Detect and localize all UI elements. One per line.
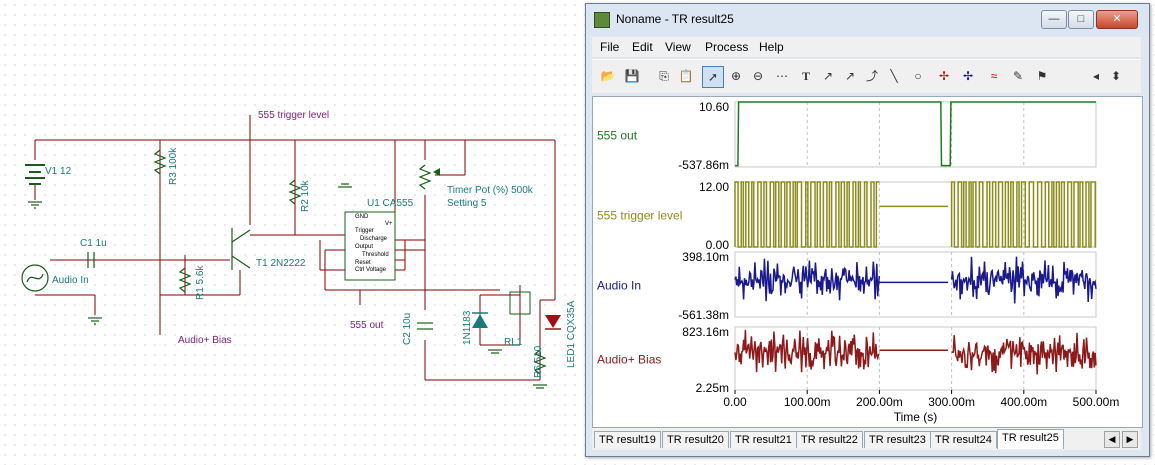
led1-label: LED1 CQX35A — [566, 300, 577, 368]
net-audio-bias-label: Audio+ Bias — [178, 335, 232, 346]
label-icon[interactable]: ⤴ — [865, 69, 878, 83]
u1-pin-reset: Reset — [355, 260, 371, 266]
u1-pin-vplus: V+ — [385, 221, 393, 227]
r3-label: R3 100k — [168, 147, 179, 185]
x-tick-label: 100.00m — [784, 395, 831, 409]
u1-pin-ctrl: Ctrl Voltage — [355, 267, 387, 273]
series-name-label: 555 out — [597, 129, 638, 143]
x-tick-label: 0.00 — [723, 395, 747, 409]
r6-label: R6 510 — [533, 345, 544, 378]
x-tick-label: 400.00m — [1000, 395, 1047, 409]
zoom-100-icon[interactable]: ⊖ — [752, 69, 764, 83]
cursor-b-blue-icon[interactable]: ✢ — [962, 69, 974, 83]
u1-pin-threshold: Threshold — [362, 252, 389, 258]
r1-label: R1 5.6k — [195, 265, 206, 300]
y-min-label: -537.86m — [678, 158, 729, 172]
tab-tr-result21[interactable]: TR result21 — [730, 431, 797, 448]
circle-icon[interactable]: ○ — [914, 69, 922, 83]
series-line — [734, 329, 1097, 375]
maximize-button[interactable]: □ — [1068, 10, 1094, 29]
net-out-label: 555 out — [350, 320, 384, 331]
scroll-left-icon[interactable]: ◂ — [1092, 69, 1100, 83]
menu-edit[interactable]: Edit — [632, 40, 653, 54]
y-min-label: -561.38m — [678, 308, 729, 322]
transient-chart: 10.60 -537.86m 555 out 12.00 0.00 555 trigger… — [597, 100, 1120, 424]
zoom-in-icon[interactable]: ⊕ — [730, 69, 742, 83]
y-max-label: 10.60 — [699, 100, 729, 114]
window-title: Noname - TR result25 — [616, 12, 734, 26]
menu-bar: File Edit View Process Help — [592, 37, 1141, 57]
title-bar[interactable]: Noname - TR result25 — □ ✕ — [586, 4, 1149, 34]
menu-view[interactable]: View — [665, 40, 691, 54]
pointer-icon[interactable]: ➚ — [702, 66, 724, 88]
line-icon[interactable]: ╲ — [890, 69, 898, 83]
tab-tr-result19[interactable]: TR result19 — [594, 431, 661, 448]
y-max-label: 823.16m — [682, 325, 729, 339]
y-min-label: 2.25m — [696, 381, 729, 395]
series-name-label: 555 trigger level — [597, 209, 682, 223]
panel-frame — [734, 101, 1097, 168]
panel-frame — [734, 251, 1097, 318]
r2-label: R2 10k — [300, 180, 311, 212]
x-axis-label: Time (s) — [894, 410, 938, 424]
save-icon[interactable]: 💾 — [624, 69, 640, 83]
u1-pin-gnd: GND — [355, 214, 369, 220]
minimize-button[interactable]: — — [1041, 10, 1067, 29]
tab-tr-result22[interactable]: TR result22 — [796, 431, 863, 448]
paste-icon[interactable]: 📋 — [678, 69, 694, 83]
x-tick-label: 300.00m — [928, 395, 975, 409]
toolbar: 📂 💾 ⎘ 📋 ➚ ⊕ ⊖ ⋯ T ↗ ↗ ⤴ ╲ ○ ✢ ✢ ≈ ✎ ⚑ ◂ … — [592, 59, 1141, 93]
open-folder-icon[interactable]: 📂 — [600, 69, 616, 83]
schematic-wiring — [21, 115, 561, 389]
copy-icon[interactable]: ⎘ — [659, 69, 669, 83]
tab-tr-result23[interactable]: TR result23 — [864, 431, 931, 448]
x-tick-label: 200.00m — [856, 395, 903, 409]
d1-label: 1N1183 — [462, 310, 473, 345]
plot-area[interactable]: 10.60 -537.86m 555 out 12.00 0.00 555 trigger… — [592, 96, 1143, 428]
series-line — [734, 181, 1097, 248]
t1-label: T1 2N2222 — [256, 258, 306, 269]
grid-icon[interactable]: ⋯ — [776, 69, 788, 83]
c1-label: C1 1u — [80, 238, 107, 249]
u1-label: U1 CA555 — [367, 198, 414, 209]
tab-scroll-right[interactable]: ▶ — [1122, 431, 1138, 448]
y-max-label: 12.00 — [699, 180, 729, 194]
cursor-a-icon[interactable]: ↗ — [822, 69, 834, 83]
menu-file[interactable]: File — [600, 40, 620, 54]
audio-in-label: Audio In — [52, 275, 89, 286]
u1-pin-output: Output — [355, 244, 374, 250]
series-name-label: Audio+ Bias — [597, 353, 661, 367]
flag-icon[interactable]: ⚑ — [1036, 69, 1048, 83]
curves-icon[interactable]: ≈ — [990, 69, 998, 83]
tab-tr-result25[interactable]: TR result25 — [997, 429, 1064, 449]
tab-tr-result24[interactable]: TR result24 — [930, 431, 997, 448]
menu-help[interactable]: Help — [759, 40, 784, 54]
pot-setting-label: Setting 5 — [447, 198, 487, 209]
c2-label: C2 10u — [402, 312, 413, 345]
result-window[interactable]: Noname - TR result25 — □ ✕ File Edit Vie… — [585, 3, 1150, 457]
app-icon — [594, 12, 610, 28]
y-max-label: 398.10m — [682, 250, 729, 264]
scroll-updown-icon[interactable]: ⬍ — [1110, 69, 1122, 83]
series-line — [735, 101, 1096, 167]
series-line — [734, 256, 1097, 304]
pot-label: Timer Pot (%) 500k — [447, 185, 533, 196]
x-tick-label: 500.00m — [1073, 395, 1120, 409]
tab-scroll-left[interactable]: ◀ — [1104, 431, 1120, 448]
rl1-label: RL1 — [504, 337, 523, 348]
v1-label: V1 12 — [45, 166, 72, 177]
cursor-a-red-icon[interactable]: ✢ — [938, 69, 950, 83]
net-trigger-label: 555 trigger level — [258, 110, 330, 121]
u1-pin-discharge: Discharge — [360, 236, 388, 242]
u1-pin-trigger: Trigger — [355, 228, 374, 234]
cursor-b-icon[interactable]: ↗ — [844, 69, 856, 83]
tab-bar: TR result19 TR result20 TR result21 TR r… — [592, 428, 1141, 450]
tab-tr-result20[interactable]: TR result20 — [662, 431, 729, 448]
text-icon[interactable]: T — [801, 69, 810, 83]
menu-process[interactable]: Process — [705, 40, 749, 54]
probe-icon[interactable]: ✎ — [1012, 69, 1024, 83]
y-min-label: 0.00 — [706, 238, 730, 252]
close-button[interactable]: ✕ — [1096, 10, 1138, 29]
series-name-label: Audio In — [597, 279, 641, 293]
